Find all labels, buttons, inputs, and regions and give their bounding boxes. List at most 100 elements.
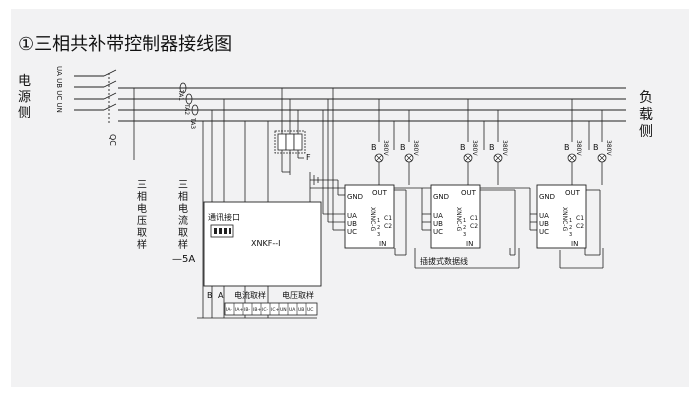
svg-text:OUT: OUT (461, 189, 477, 197)
svg-text:侧: 侧 (639, 124, 653, 140)
svg-text:C1: C1 (384, 215, 392, 222)
capacitor-group-2: B B 380V 380V (460, 140, 508, 163)
ct-label-ta1: TA1 (177, 89, 184, 101)
controller-model: XNKF--I (251, 239, 280, 248)
svg-text:UC: UC (539, 228, 549, 236)
bus-label-b: B (207, 291, 213, 300)
svg-text:UA: UA (539, 212, 549, 220)
svg-text:OUT: OUT (372, 189, 388, 197)
svg-text:取: 取 (137, 227, 147, 239)
svg-text:UN: UN (280, 307, 287, 313)
svg-text:取: 取 (178, 227, 188, 239)
svg-text:2: 2 (377, 225, 380, 231)
ct-label-ta2: TA2 (183, 103, 190, 115)
svg-text:侧: 侧 (18, 106, 31, 121)
svg-text:3: 3 (463, 232, 466, 238)
voltage-sampling-label: 三 相 电 压 取 样 (137, 180, 147, 251)
svg-text:3: 3 (377, 232, 380, 238)
source-side-label: 电 源 侧 (18, 74, 31, 121)
svg-text:B: B (371, 143, 377, 152)
ct-label-ta3: TA3 (189, 117, 196, 129)
svg-text:380V: 380V (501, 140, 508, 156)
svg-text:负: 负 (639, 90, 653, 106)
svg-text:1: 1 (569, 218, 572, 224)
svg-text:样: 样 (137, 238, 147, 251)
svg-text:UB: UB (347, 220, 357, 228)
svg-text:UA: UA (347, 212, 357, 220)
module-1: GND OUT UA UB UC IN C1 C2 1 2 3 XNNC-G (344, 184, 395, 249)
svg-text:三: 三 (178, 180, 188, 191)
svg-text:流: 流 (178, 214, 188, 227)
svg-text:1: 1 (377, 218, 380, 224)
svg-text:UA: UA (433, 212, 443, 220)
svg-text:C1: C1 (576, 215, 584, 222)
svg-text:三: 三 (137, 180, 147, 191)
fuse-block (274, 130, 306, 154)
fuse-label: F (306, 153, 311, 162)
svg-text:UC: UC (433, 228, 443, 236)
current-transformers (179, 82, 199, 116)
comm-port-label: 通讯接口 (208, 212, 240, 222)
svg-text:XNNC-G: XNNC-G (455, 207, 462, 232)
svg-text:380V: 380V (605, 140, 612, 156)
svg-text:压: 压 (137, 215, 147, 227)
current-sampling-terminal-label: 电流取样 (234, 290, 266, 300)
svg-text:IC+: IC+ (271, 307, 279, 313)
svg-text:IN: IN (571, 240, 578, 248)
svg-text:IB-: IB- (244, 307, 250, 313)
svg-text:电: 电 (178, 202, 188, 215)
svg-text:UB: UB (298, 307, 304, 313)
module-2: GND OUT UA UB UC IN C1 C2 1 2 3 XNNC-G (430, 184, 481, 249)
module-3: GND OUT UA UB UC IN C1 C2 1 2 3 XNNC-G (536, 184, 587, 249)
svg-text:相: 相 (178, 190, 188, 203)
current-sampling-label: 三 相 电 流 取 样 (178, 180, 188, 251)
svg-text:C2: C2 (384, 223, 392, 230)
svg-text:2: 2 (569, 225, 572, 231)
svg-text:XNNC-G: XNNC-G (561, 207, 568, 232)
svg-text:IN: IN (466, 240, 473, 248)
diagram-title: ①三相共补带控制器接线图 (18, 34, 232, 55)
svg-text:380V: 380V (382, 140, 389, 156)
svg-text:B: B (400, 143, 406, 152)
terminal-strip: IA- IA+ IB- IB+ IC- IC+ UN UA UB UC (197, 302, 318, 319)
svg-text:1: 1 (463, 218, 466, 224)
cable-label: 插拔式数据线 (420, 256, 468, 266)
svg-text:OUT: OUT (565, 189, 581, 197)
svg-text:源: 源 (18, 90, 31, 105)
svg-text:IA-: IA- (226, 307, 232, 313)
capacitor-group-1: B B 380V 380V (371, 140, 419, 163)
svg-text:电: 电 (18, 74, 31, 89)
controller-unit: 通讯接口 XNKF--I B A 电流取样 电压取样 (203, 201, 322, 300)
svg-text:C2: C2 (576, 223, 584, 230)
svg-text:UB: UB (433, 220, 443, 228)
main-bus (74, 69, 626, 123)
svg-text:IA+: IA+ (235, 307, 243, 313)
breaker-label: QC (108, 134, 117, 146)
capacitor-group-3: B B 380V 380V (564, 140, 612, 163)
svg-text:B: B (564, 143, 570, 152)
svg-text:380V: 380V (575, 140, 582, 156)
bus-label-a: A (218, 291, 224, 300)
svg-text:XNNC-G: XNNC-G (369, 207, 376, 232)
svg-text:样: 样 (178, 238, 188, 251)
svg-text:C2: C2 (470, 223, 478, 230)
svg-text:相: 相 (137, 190, 147, 203)
load-side-label: 负 载 侧 (639, 90, 653, 140)
svg-text:GND: GND (433, 193, 449, 201)
svg-text:电: 电 (137, 202, 147, 215)
svg-text:UC: UC (307, 307, 313, 313)
svg-text:C1: C1 (470, 215, 478, 222)
svg-text:2: 2 (463, 225, 466, 231)
svg-text:B: B (460, 143, 466, 152)
svg-text:B: B (593, 143, 599, 152)
svg-text:3: 3 (569, 232, 572, 238)
svg-text:载: 载 (639, 107, 653, 123)
svg-text:IN: IN (379, 240, 386, 248)
voltage-sampling-terminal-label: 电压取样 (282, 290, 314, 300)
svg-text:B: B (489, 143, 495, 152)
svg-text:380V: 380V (471, 140, 478, 156)
svg-text:UB: UB (539, 220, 549, 228)
svg-text:380V: 380V (412, 140, 419, 156)
svg-text:UA: UA (289, 307, 296, 313)
